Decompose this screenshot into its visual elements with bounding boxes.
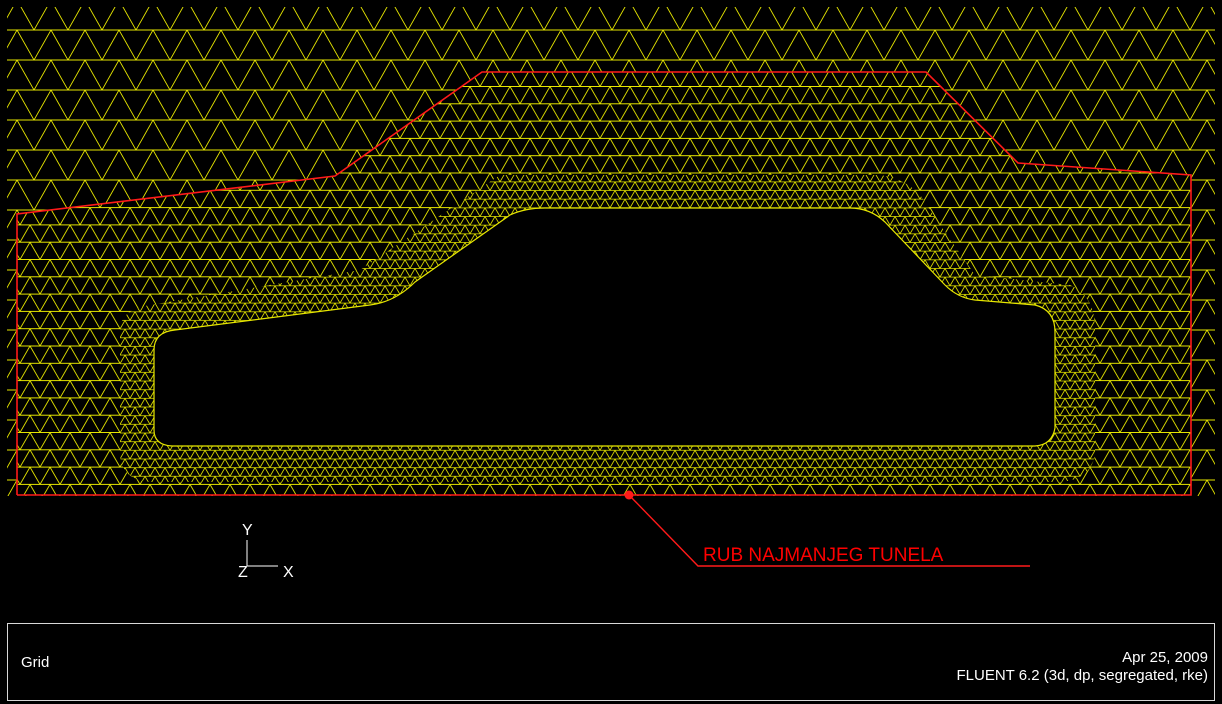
footer-info: Apr 25, 2009 FLUENT 6.2 (3d, dp, segrega… (956, 649, 1208, 685)
y-axis-label: Y (242, 522, 253, 539)
x-axis-label: X (283, 564, 294, 581)
solver-info: FLUENT 6.2 (3d, dp, segregated, rke) (956, 667, 1208, 684)
display-title: Grid (21, 654, 50, 671)
z-axis-label: Z (238, 564, 248, 581)
title-block: Grid Apr 25, 2009 FLUENT 6.2 (3d, dp, se… (7, 623, 1215, 701)
car-body (153, 207, 1056, 447)
callout-label: RUB NAJMANJEG TUNELA (703, 545, 944, 566)
tunnel-boundary (16, 71, 1192, 496)
callout-leader (628, 494, 1030, 567)
date-stamp: Apr 25, 2009 (1122, 649, 1208, 666)
axis-triad: Y Z X (238, 522, 294, 581)
